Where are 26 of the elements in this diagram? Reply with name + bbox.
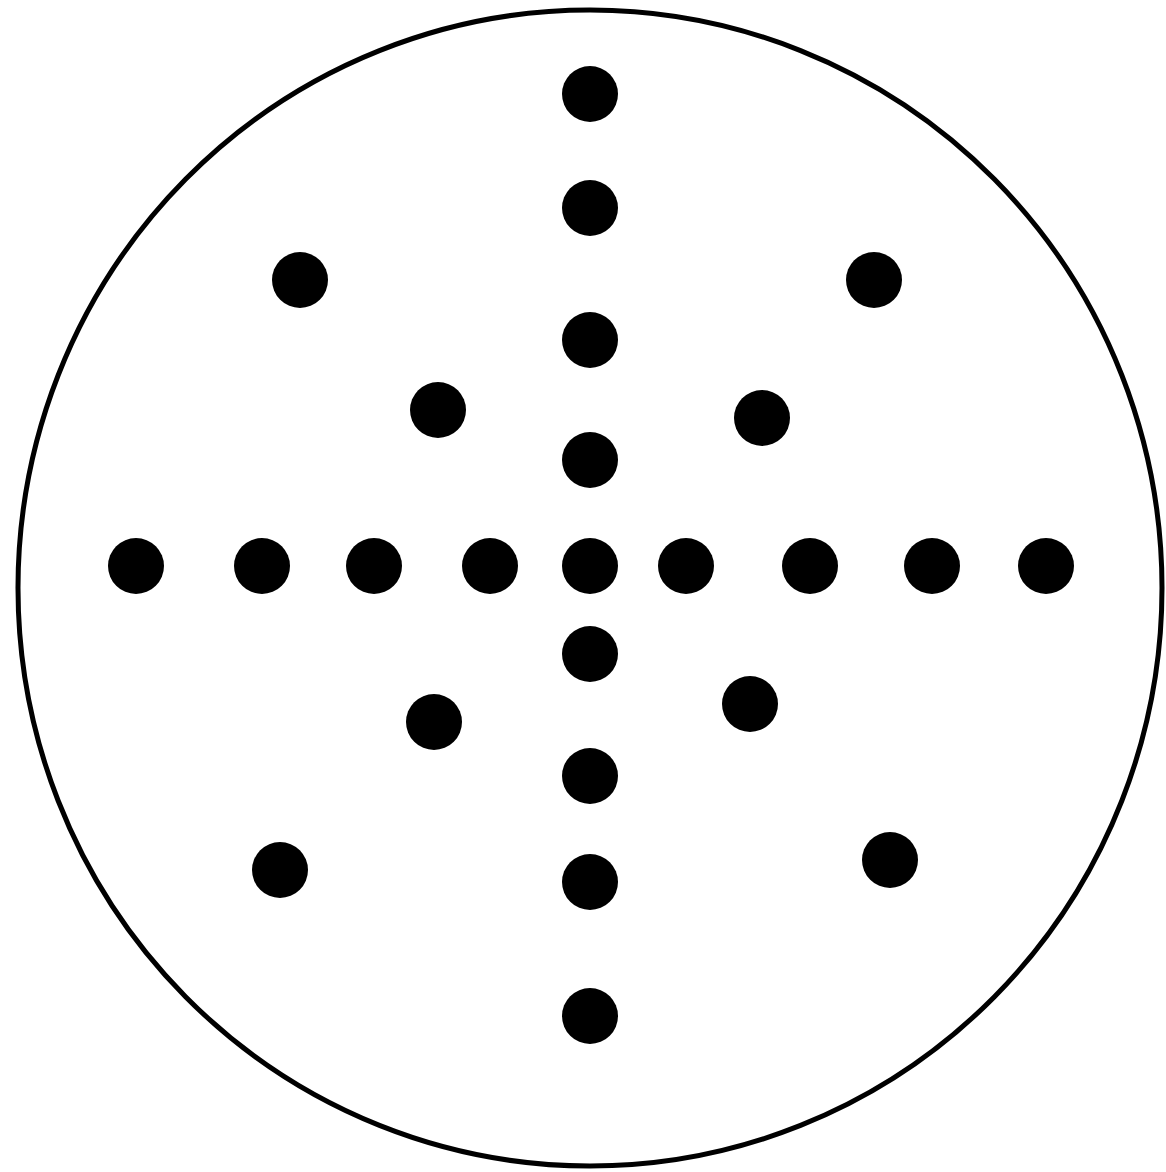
dot	[862, 832, 918, 888]
dot	[722, 676, 778, 732]
dot	[562, 854, 618, 910]
dot	[562, 538, 618, 594]
dot	[108, 538, 164, 594]
dot	[406, 694, 462, 750]
dot	[846, 252, 902, 308]
dot	[562, 748, 618, 804]
dot	[904, 538, 960, 594]
dot	[562, 180, 618, 236]
dot	[234, 538, 290, 594]
dot	[562, 626, 618, 682]
dot	[562, 66, 618, 122]
dot	[734, 390, 790, 446]
dot	[562, 988, 618, 1044]
dot	[272, 252, 328, 308]
dot	[562, 432, 618, 488]
dot	[658, 538, 714, 594]
dot	[562, 312, 618, 368]
circle-outline	[15, 7, 1165, 1169]
dot	[346, 538, 402, 594]
dot	[782, 538, 838, 594]
dot	[410, 382, 466, 438]
dot	[1018, 538, 1074, 594]
dot	[462, 538, 518, 594]
dot	[252, 842, 308, 898]
